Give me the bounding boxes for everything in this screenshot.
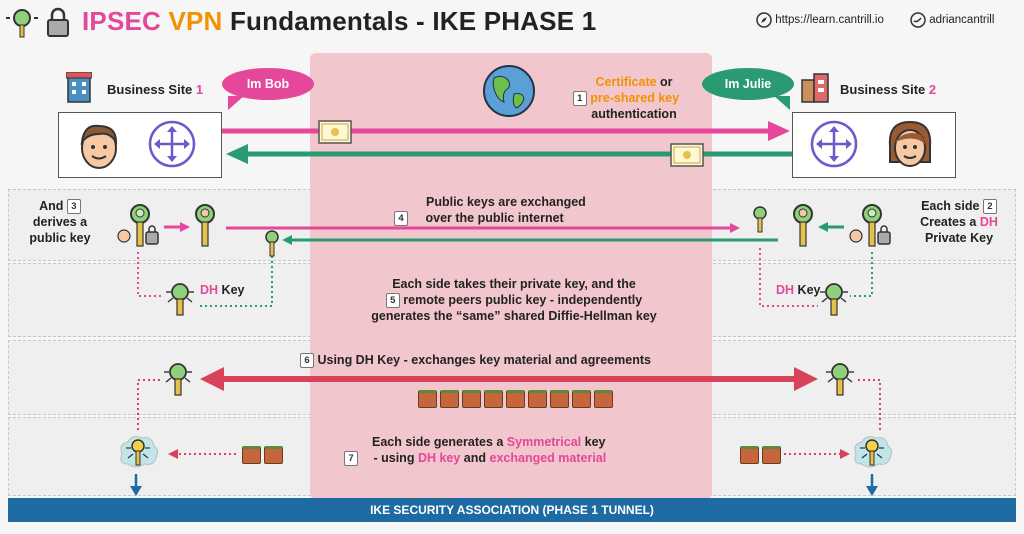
symmetric-key-icon (854, 436, 893, 468)
key-material-icon (264, 446, 283, 464)
key-material-icon (484, 390, 503, 408)
dh-key-icon (826, 363, 854, 396)
page-title: IPSEC VPN Fundamentals - IKE PHASE 1 (82, 6, 596, 37)
key-material-icon (740, 446, 759, 464)
dh-key-icon (164, 363, 192, 396)
bubble-tail (228, 96, 244, 110)
step-7-text: Each side generates a Symmetrical key 7 … (344, 434, 664, 467)
logo-icons (6, 6, 76, 40)
symmetric-key-icon (120, 436, 159, 468)
public-key-icon (753, 206, 767, 233)
dh-key-right-label: DH Key (776, 283, 821, 297)
key-material-icon (762, 446, 781, 464)
step-number-1: 1 (572, 91, 587, 107)
twitter-icon (910, 12, 926, 28)
building-icon (66, 72, 92, 103)
step-number-3: 3 (66, 199, 81, 215)
key-material-icon (506, 390, 525, 408)
step-4-text: Public keys are exchanged 4 over the pub… (394, 194, 644, 227)
router-icon (148, 120, 196, 168)
julie-avatar (888, 120, 932, 167)
step-5-text: Each side takes their private key, and t… (371, 277, 657, 324)
key-material-icon (418, 390, 437, 408)
bubble-tail (774, 96, 790, 110)
public-internet-zone (310, 53, 712, 499)
title-vpn: VPN (168, 6, 223, 36)
key-material-blocks (418, 390, 616, 413)
bob-avatar (80, 124, 118, 169)
key-icon (6, 7, 69, 38)
dh-key-icon (820, 283, 848, 316)
public-key-icon (195, 204, 215, 247)
site-1-label: Business Site 1 (107, 82, 204, 97)
public-key-icon (793, 204, 813, 247)
julie-speech-bubble: Im Julie (702, 68, 794, 100)
router-icon (810, 120, 858, 168)
dh-key-icon (166, 283, 194, 316)
twitter-link[interactable]: adriancantrill (910, 12, 994, 28)
key-material-icon (528, 390, 547, 408)
key-material-icon (594, 390, 613, 408)
key-material-icon (440, 390, 459, 408)
key-material-icon (550, 390, 569, 408)
private-key-icon (117, 204, 159, 247)
step-number-7: 7 (344, 451, 358, 467)
ike-security-association-bar: IKE SECURITY ASSOCIATION (PHASE 1 TUNNEL… (8, 498, 1016, 522)
building-icon (801, 73, 829, 103)
key-material-icon (462, 390, 481, 408)
certificate-icon (318, 120, 352, 144)
step-6-text: 6 Using DH Key - exchanges key material … (300, 352, 720, 369)
bob-speech-bubble: Im Bob (222, 68, 314, 100)
certificate-icon (670, 143, 704, 167)
step-number-6: 6 (300, 353, 314, 369)
key-material-icon (572, 390, 591, 408)
step-1-text: Certificate or 1 pre-shared key authenti… (556, 74, 696, 122)
step-number-5: 5 (385, 293, 400, 309)
step-2-text: Each side 2 Creates a DH Private Key (920, 199, 998, 246)
public-key-icon (265, 230, 279, 257)
key-material-blocks-left (242, 446, 286, 469)
website-link[interactable]: https://learn.cantrill.io (756, 12, 884, 28)
title-ipsec: IPSEC (82, 6, 162, 36)
step-3-text: And 3 derives a public key (29, 199, 91, 246)
key-material-blocks-right (740, 446, 784, 469)
title-rest: Fundamentals - IKE PHASE 1 (229, 6, 597, 36)
private-key-icon (849, 204, 891, 247)
step-number-4: 4 (394, 211, 408, 227)
dh-key-left-label: DH Key (200, 283, 245, 297)
step-number-2: 2 (982, 199, 997, 215)
key-material-icon (242, 446, 261, 464)
site-2-label: Business Site 2 (840, 82, 937, 97)
compass-icon (756, 12, 772, 28)
globe-icon (483, 65, 535, 117)
